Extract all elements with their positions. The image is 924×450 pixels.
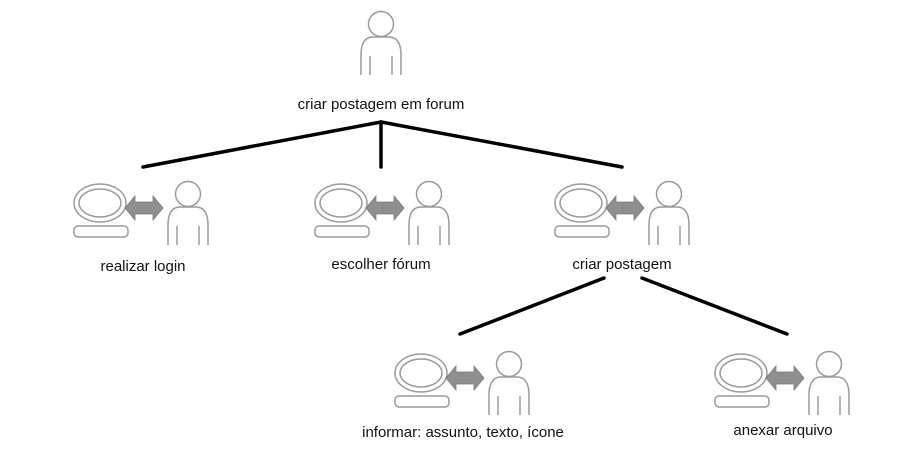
task-label-escolher-forum: escolher fórum (331, 256, 431, 273)
user-icon (808, 350, 850, 416)
task-label-realizar-login: realizar login (100, 258, 186, 275)
user-icon (648, 180, 690, 246)
subtask-label-informar: informar: assunto, texto, ícone (362, 424, 564, 441)
user-icon (167, 180, 209, 246)
edge-root-to-realizar-login (141, 120, 383, 169)
task-label-criar-postagem: criar postagem (572, 256, 672, 273)
realizar-login-node-icon (73, 180, 209, 246)
anexar-arquivo-node-icon (714, 350, 850, 416)
edges (141, 120, 789, 336)
subtask-label-anexar-arquivo: anexar arquivo (733, 422, 833, 439)
root-label: criar postagem em forum (297, 96, 465, 113)
computer-icon (554, 183, 610, 238)
criar-postagem-node-icon (554, 180, 690, 246)
escolher-forum-node-icon (314, 180, 450, 246)
computer-icon (314, 183, 370, 238)
double-arrow-icon (765, 365, 805, 391)
computer-icon (73, 183, 129, 238)
computer-icon (394, 353, 450, 408)
root-user-icon (360, 10, 402, 76)
computer-icon (714, 353, 770, 408)
double-arrow-icon (365, 195, 405, 221)
informar-node-icon (394, 350, 530, 416)
double-arrow-icon (445, 365, 485, 391)
double-arrow-icon (124, 195, 164, 221)
user-icon (488, 350, 530, 416)
edge-criar-postagem-to-anexar (640, 276, 789, 336)
edge-criar-postagem-to-informar (458, 276, 606, 336)
user-icon (408, 180, 450, 246)
double-arrow-icon (605, 195, 645, 221)
edge-root-to-criar-postagem (379, 120, 624, 169)
